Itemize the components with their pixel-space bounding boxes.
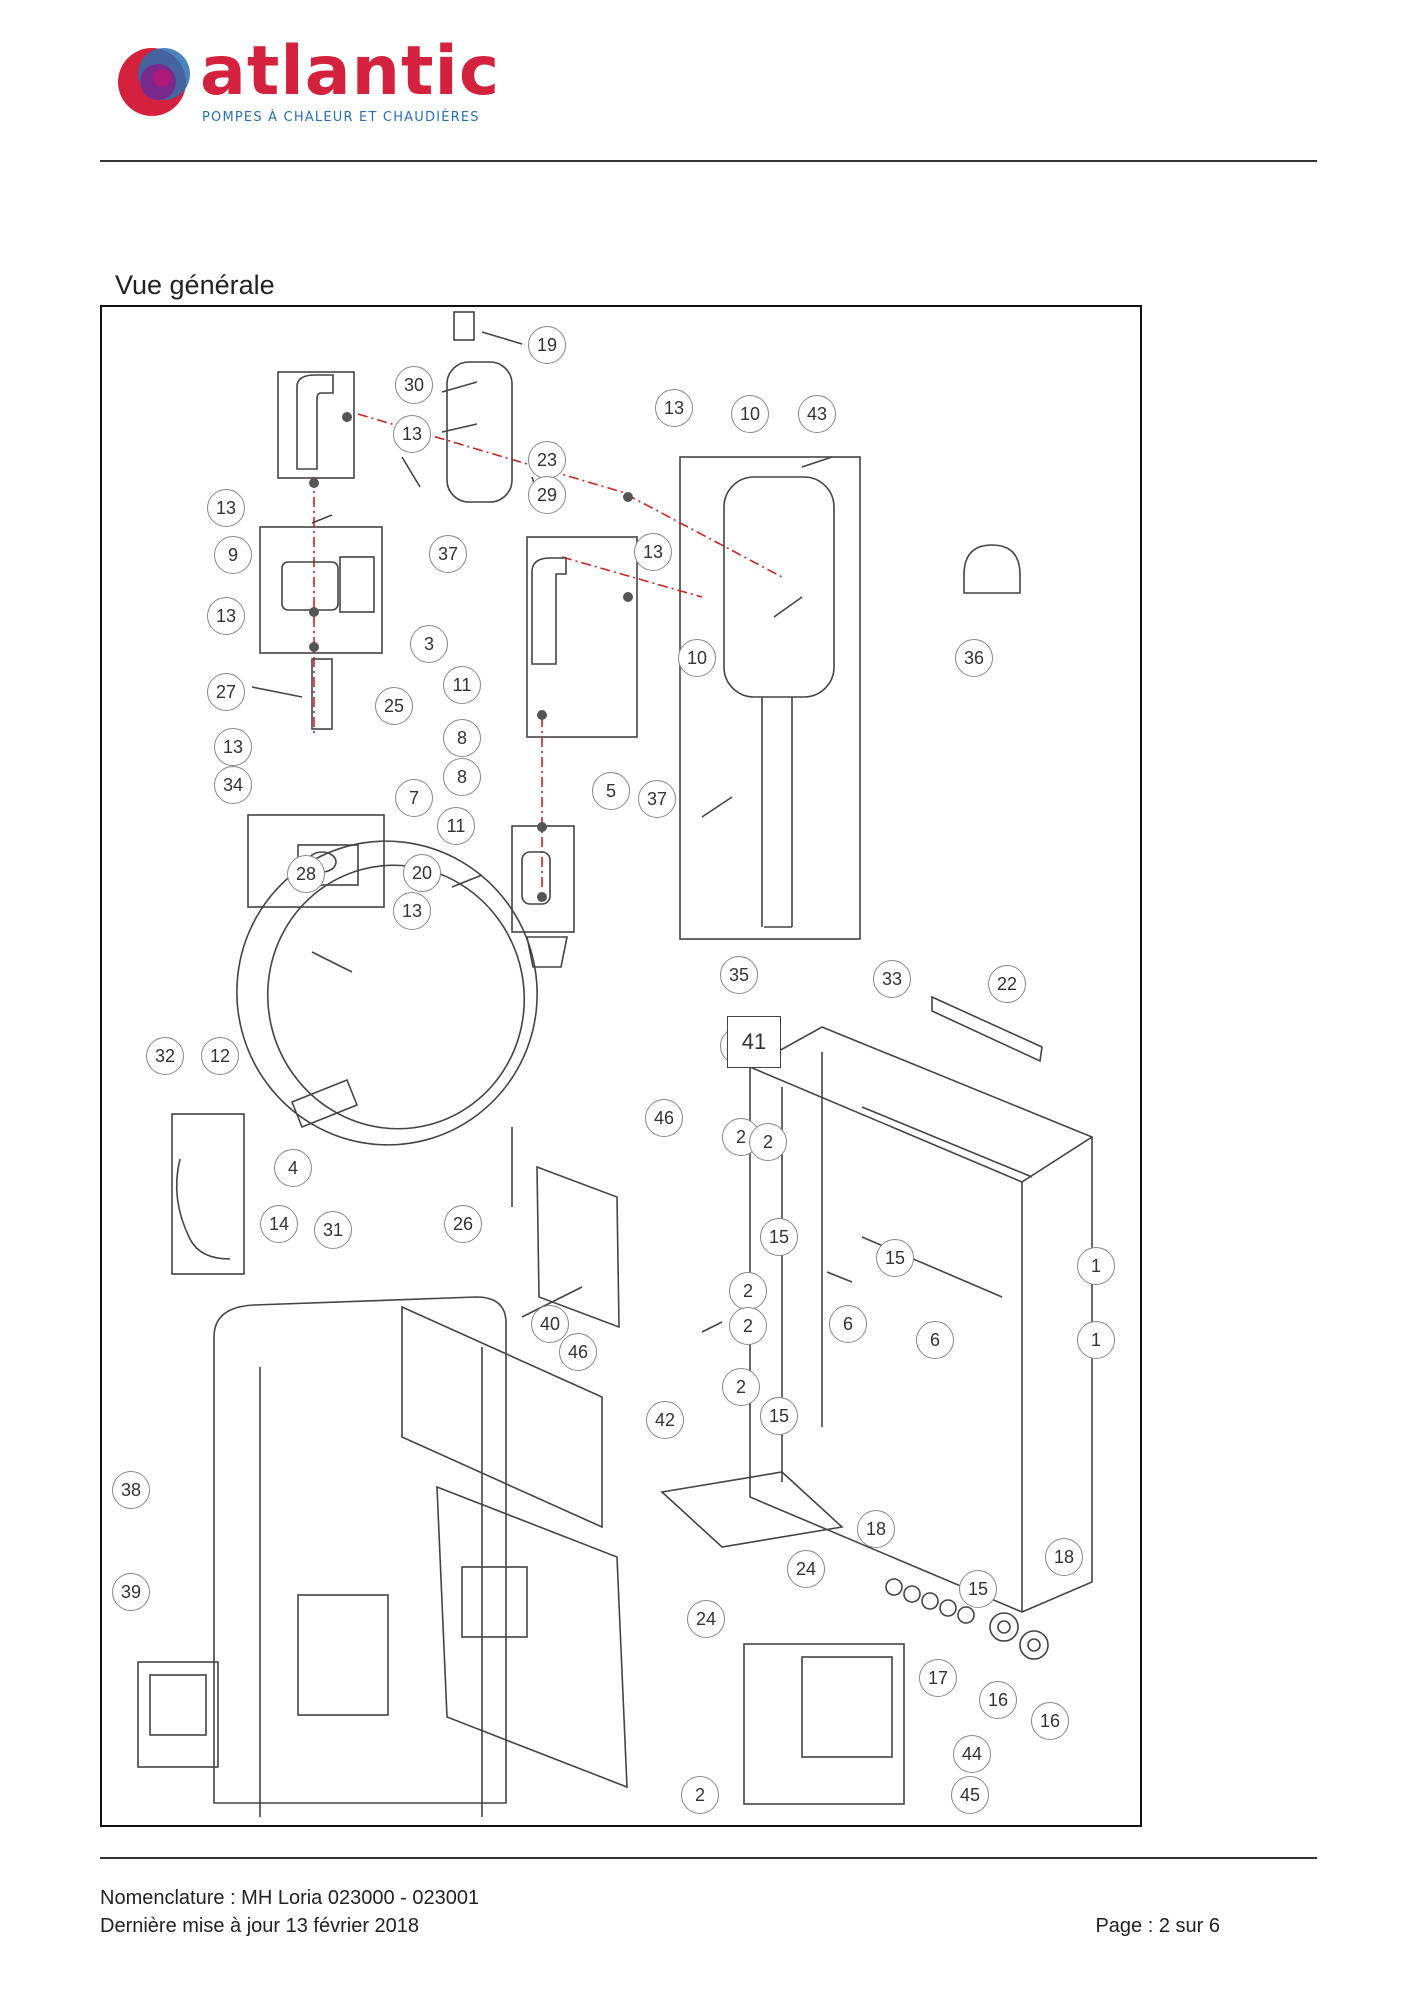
part-callout-8: 8: [443, 719, 481, 757]
part-callout-15: 15: [760, 1397, 798, 1435]
part-callout-46: 46: [645, 1099, 683, 1137]
part-callout-9: 9: [214, 536, 252, 574]
part-callout-20: 20: [403, 854, 441, 892]
part-callout-24: 24: [687, 1600, 725, 1638]
part-callout-6: 6: [829, 1305, 867, 1343]
part-callout-27: 27: [207, 673, 245, 711]
part-callout-2: 2: [729, 1307, 767, 1345]
part-callout-15: 15: [876, 1239, 914, 1277]
part-callout-10: 10: [678, 639, 716, 677]
part-callout-39: 39: [112, 1573, 150, 1611]
part-callout-1: 1: [1077, 1321, 1115, 1359]
part-callout-15: 15: [760, 1218, 798, 1256]
part-callout-44: 44: [953, 1735, 991, 1773]
part-callout-7: 7: [395, 779, 433, 817]
part-callout-18: 18: [857, 1510, 895, 1548]
brand-name: atlantic: [200, 32, 501, 111]
page-number: Page : 2 sur 6: [1095, 1915, 1220, 1937]
part-callout-26: 26: [444, 1205, 482, 1243]
part-callout-12: 12: [201, 1037, 239, 1075]
part-callout-13: 13: [214, 728, 252, 766]
part-callout-43: 43: [798, 395, 836, 433]
footer-rule: [100, 1857, 1317, 1859]
part-callout-37: 37: [429, 535, 467, 573]
part-callout-13: 13: [634, 533, 672, 571]
part-callout-25: 25: [375, 687, 413, 725]
part-callout-13: 13: [207, 597, 245, 635]
part-callout-10: 10: [731, 395, 769, 433]
part-callout-18: 18: [1045, 1538, 1083, 1576]
part-callout-23: 23: [528, 441, 566, 479]
part-callout-45: 45: [951, 1776, 989, 1814]
nomenclature-label: Nomenclature : MH Loria 023000 - 023001: [100, 1887, 480, 1909]
part-callout-6: 6: [916, 1321, 954, 1359]
part-callout-22: 22: [988, 965, 1026, 1003]
section-title: Vue générale: [115, 270, 275, 300]
part-callout-19: 19: [528, 326, 566, 364]
part-callout-40: 40: [531, 1305, 569, 1343]
part-callout-13: 13: [393, 892, 431, 930]
brand-tagline: POMPES À CHALEUR ET CHAUDIÈRES: [202, 110, 480, 125]
last-update-label: Dernière mise à jour 13 février 2018: [100, 1915, 420, 1937]
part-callout-13: 13: [207, 489, 245, 527]
part-callout-11: 11: [443, 666, 481, 704]
part-callout-28: 28: [287, 855, 325, 893]
part-callout-4: 4: [274, 1149, 312, 1187]
part-callout-17: 17: [919, 1659, 957, 1697]
part-callout-2: 2: [681, 1776, 719, 1814]
header-rule: [100, 160, 1317, 162]
part-callout-16: 16: [1031, 1702, 1069, 1740]
part-callout-5: 5: [592, 772, 630, 810]
part-callout-29: 29: [528, 476, 566, 514]
brand-logo: atlantic POMPES À CHALEUR ET CHAUDIÈRES: [112, 32, 499, 133]
part-callout-37: 37: [638, 780, 676, 818]
brand-swirl-icon: [118, 48, 190, 116]
part-callout-14: 14: [260, 1205, 298, 1243]
part-callout-46: 46: [559, 1333, 597, 1371]
part-callout-42: 42: [646, 1401, 684, 1439]
part-callout-1: 1: [1077, 1247, 1115, 1285]
part-callout-8: 8: [443, 758, 481, 796]
part-callout-36: 36: [955, 639, 993, 677]
part-callout-35: 35: [720, 956, 758, 994]
parts-drawing: [137, 311, 1093, 1817]
part-callout-2: 2: [749, 1123, 787, 1161]
part-callout-41: 41: [727, 1016, 781, 1068]
part-callout-24: 24: [787, 1550, 825, 1588]
part-callout-15: 15: [959, 1570, 997, 1608]
part-callout-30: 30: [395, 366, 433, 404]
part-callout-16: 16: [979, 1681, 1017, 1719]
part-callout-33: 33: [873, 960, 911, 998]
part-callout-38: 38: [112, 1471, 150, 1509]
part-callout-2: 2: [729, 1272, 767, 1310]
part-callout-34: 34: [214, 766, 252, 804]
part-callout-3: 3: [410, 625, 448, 663]
part-callout-31: 31: [314, 1211, 352, 1249]
part-callout-13: 13: [655, 389, 693, 427]
part-callout-11: 11: [437, 807, 475, 845]
part-callout-2: 2: [722, 1368, 760, 1406]
part-callout-32: 32: [146, 1037, 184, 1075]
part-callout-13: 13: [393, 415, 431, 453]
